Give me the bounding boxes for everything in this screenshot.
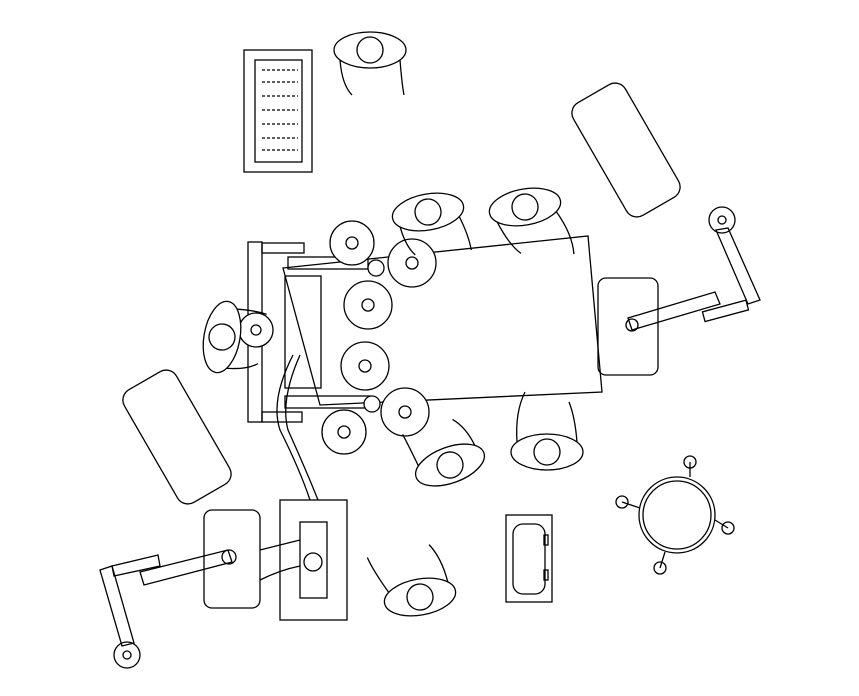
monitor-pad-bottom-left bbox=[203, 509, 261, 609]
lamp bbox=[329, 220, 375, 266]
surgical-lamps bbox=[238, 220, 437, 455]
lamp-frame bbox=[247, 241, 371, 501]
person bbox=[202, 300, 267, 374]
instrument-tray bbox=[243, 49, 313, 173]
side-table-left bbox=[122, 369, 232, 505]
person bbox=[488, 187, 575, 255]
table-headrest bbox=[284, 275, 322, 389]
person bbox=[402, 418, 486, 487]
lamp bbox=[340, 341, 390, 391]
equipment-arm-left bbox=[99, 549, 237, 669]
round-table bbox=[615, 455, 735, 575]
person bbox=[366, 544, 457, 617]
lamp bbox=[380, 387, 430, 437]
operating-table bbox=[282, 235, 603, 406]
person bbox=[333, 31, 407, 96]
lamp bbox=[387, 238, 437, 288]
lamp bbox=[321, 409, 367, 455]
monitor-pad-right bbox=[597, 277, 659, 376]
lamp bbox=[343, 280, 393, 330]
side-table-top-right bbox=[571, 82, 681, 218]
person bbox=[391, 192, 472, 256]
supply-cabinet bbox=[505, 514, 553, 603]
staff-figures bbox=[202, 31, 584, 617]
equipment-arm-right bbox=[625, 206, 761, 332]
lamp bbox=[238, 312, 274, 348]
person bbox=[510, 391, 584, 471]
anesthesia-machine bbox=[259, 499, 348, 621]
